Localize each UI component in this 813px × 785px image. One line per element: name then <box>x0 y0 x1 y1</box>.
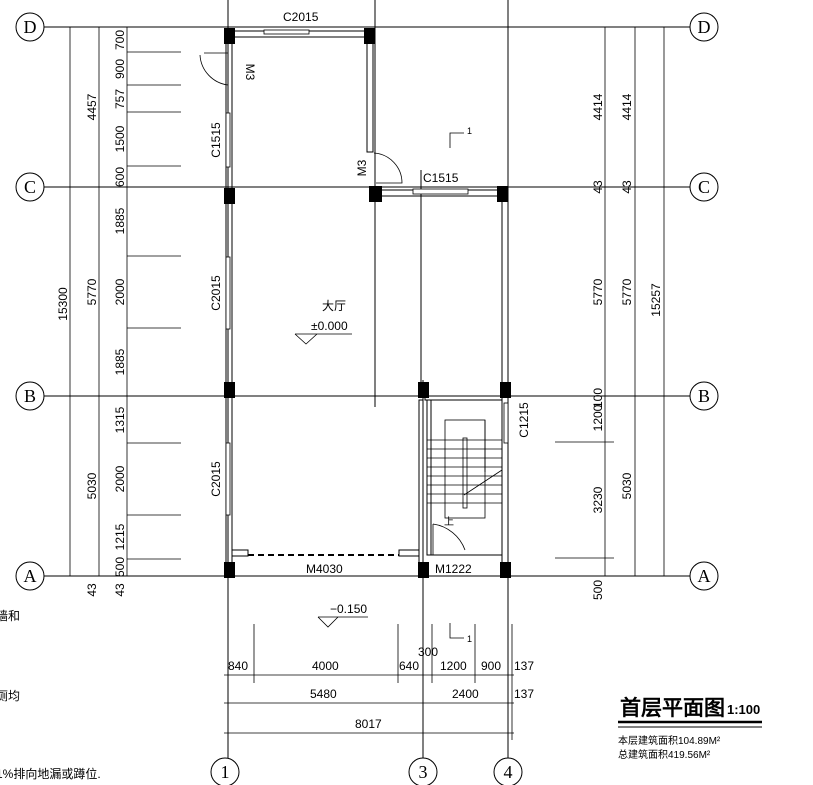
axis-label-c: C <box>24 177 36 197</box>
section-mark-icon <box>449 623 464 639</box>
axis-label-3: 3 <box>419 762 428 782</box>
label-c2015-top: C2015 <box>283 10 319 24</box>
dim-detail: 1500 <box>113 125 127 152</box>
label-m3-mid: M3 <box>355 159 369 176</box>
label-m1222: M1222 <box>435 562 472 576</box>
label-c1215: C1215 <box>517 402 531 438</box>
axis-bubbles: D C B A D C B A 1 3 4 <box>15 12 719 785</box>
dim-bottom: 840 <box>228 659 248 673</box>
label-c2015-left2: C2015 <box>209 461 223 497</box>
dim-detail: 2000 <box>113 465 127 492</box>
window-c2015-left2 <box>225 442 231 516</box>
dim-right: 4414 <box>591 93 605 120</box>
dim-right: 43 <box>620 180 634 194</box>
dim-bottom: 137 <box>514 659 534 673</box>
dim-left-total: 15300 <box>56 287 70 321</box>
dim-bottom: 4000 <box>312 659 339 673</box>
section-label-top: 1 <box>467 126 472 136</box>
label-m4030: M4030 <box>306 562 343 576</box>
axis-label-a-right: A <box>698 566 711 586</box>
dim-right: 500 <box>591 580 605 600</box>
dim-right: 43 <box>591 180 605 194</box>
dim-detail: 900 <box>113 59 127 79</box>
label-c2015-left1: C2015 <box>209 275 223 311</box>
label-c1515-mid: C1515 <box>423 171 459 185</box>
dim-detail: 500 <box>113 557 127 577</box>
elevation-marker-icon <box>317 616 368 628</box>
dim-detail: 2000 <box>113 278 127 305</box>
dim-bottom: 8017 <box>355 717 382 731</box>
axis-label-d: D <box>24 17 37 37</box>
dim-right: 3230 <box>591 486 605 513</box>
drawing-title: 首层平面图 <box>620 696 725 720</box>
dim-right: 4414 <box>620 93 634 120</box>
label-m3-left: M3 <box>243 64 257 81</box>
axis-label-d-right: D <box>698 17 711 37</box>
total-area: 总建筑面积419.56M² <box>618 748 711 761</box>
dim-detail: 1885 <box>113 207 127 234</box>
note-line: 1%排向地漏或蹲位. <box>0 766 101 781</box>
dim-bottom: 1200 <box>440 659 467 673</box>
section-label-bottom: 1 <box>467 634 472 644</box>
outdoor-elevation: −0.150 <box>330 602 367 616</box>
axis-label-b-right: B <box>698 386 710 406</box>
dim-bottom: 137 <box>514 687 534 701</box>
note-line: 墙和 <box>0 609 20 623</box>
window-c1215 <box>503 402 509 444</box>
window-c1515-left <box>225 112 231 168</box>
dim-detail: 43 <box>113 583 127 597</box>
room-elevation: ±0.000 <box>311 319 348 333</box>
dim-left-43: 43 <box>85 583 99 597</box>
columns <box>224 28 511 578</box>
dim-detail: 1885 <box>113 348 127 375</box>
dim-right: 100 <box>591 388 605 408</box>
door-swing-m3-left <box>199 52 229 86</box>
elevation-marker-icon <box>294 333 352 345</box>
dim-right: 1200 <box>591 404 605 431</box>
window-c2015-left1 <box>225 256 231 330</box>
bottom-dimensions: 840 4000 640 300 1200 900 137 5480 2400 … <box>224 624 534 740</box>
dim-detail: 600 <box>113 167 127 187</box>
dim-bottom: 300 <box>418 645 438 659</box>
dim-right: 5770 <box>620 278 634 305</box>
drawing-scale: 1:100 <box>727 702 760 717</box>
axis-label-c-right: C <box>698 177 710 197</box>
note-line: 厕均 <box>0 689 20 703</box>
dim-left-ba: 5030 <box>85 472 99 499</box>
dim-left-cb: 5770 <box>85 278 99 305</box>
dim-bottom: 2400 <box>452 687 479 701</box>
door-swing-m3-mid <box>373 152 403 184</box>
dim-bottom: 5480 <box>310 687 337 701</box>
dim-bottom: 640 <box>399 659 419 673</box>
section-mark-icon <box>449 132 464 148</box>
dim-detail: 1315 <box>113 406 127 433</box>
axis-label-b: B <box>24 386 36 406</box>
axis-label-1: 1 <box>221 762 230 782</box>
dim-right: 5770 <box>591 278 605 305</box>
dim-left-dc: 4457 <box>85 93 99 120</box>
floor-area: 本层建筑面积104.89M² <box>618 734 721 747</box>
right-dimensions: 4414 43 5770 100 1200 3230 500 4414 43 5… <box>555 27 665 600</box>
window-c2015-top <box>263 29 310 35</box>
dim-detail: 1215 <box>113 523 127 550</box>
stair-up-label: 上 <box>444 516 454 528</box>
staircase <box>427 419 503 519</box>
door-swing-m1222 <box>432 523 466 555</box>
dim-right: 5030 <box>620 472 634 499</box>
room-name: 大厅 <box>322 299 346 313</box>
label-c1515-left: C1515 <box>209 122 223 158</box>
axis-label-a: A <box>24 566 37 586</box>
dim-detail: 757 <box>113 89 127 109</box>
dim-bottom: 900 <box>481 659 501 673</box>
window-c1515-mid <box>412 188 469 195</box>
dim-detail: 700 <box>113 30 127 50</box>
left-dimensions: 15300 4457 5770 5030 43 700 900 757 1500… <box>56 27 181 597</box>
dim-right-total: 15257 <box>649 283 663 317</box>
axis-label-4: 4 <box>504 762 513 782</box>
